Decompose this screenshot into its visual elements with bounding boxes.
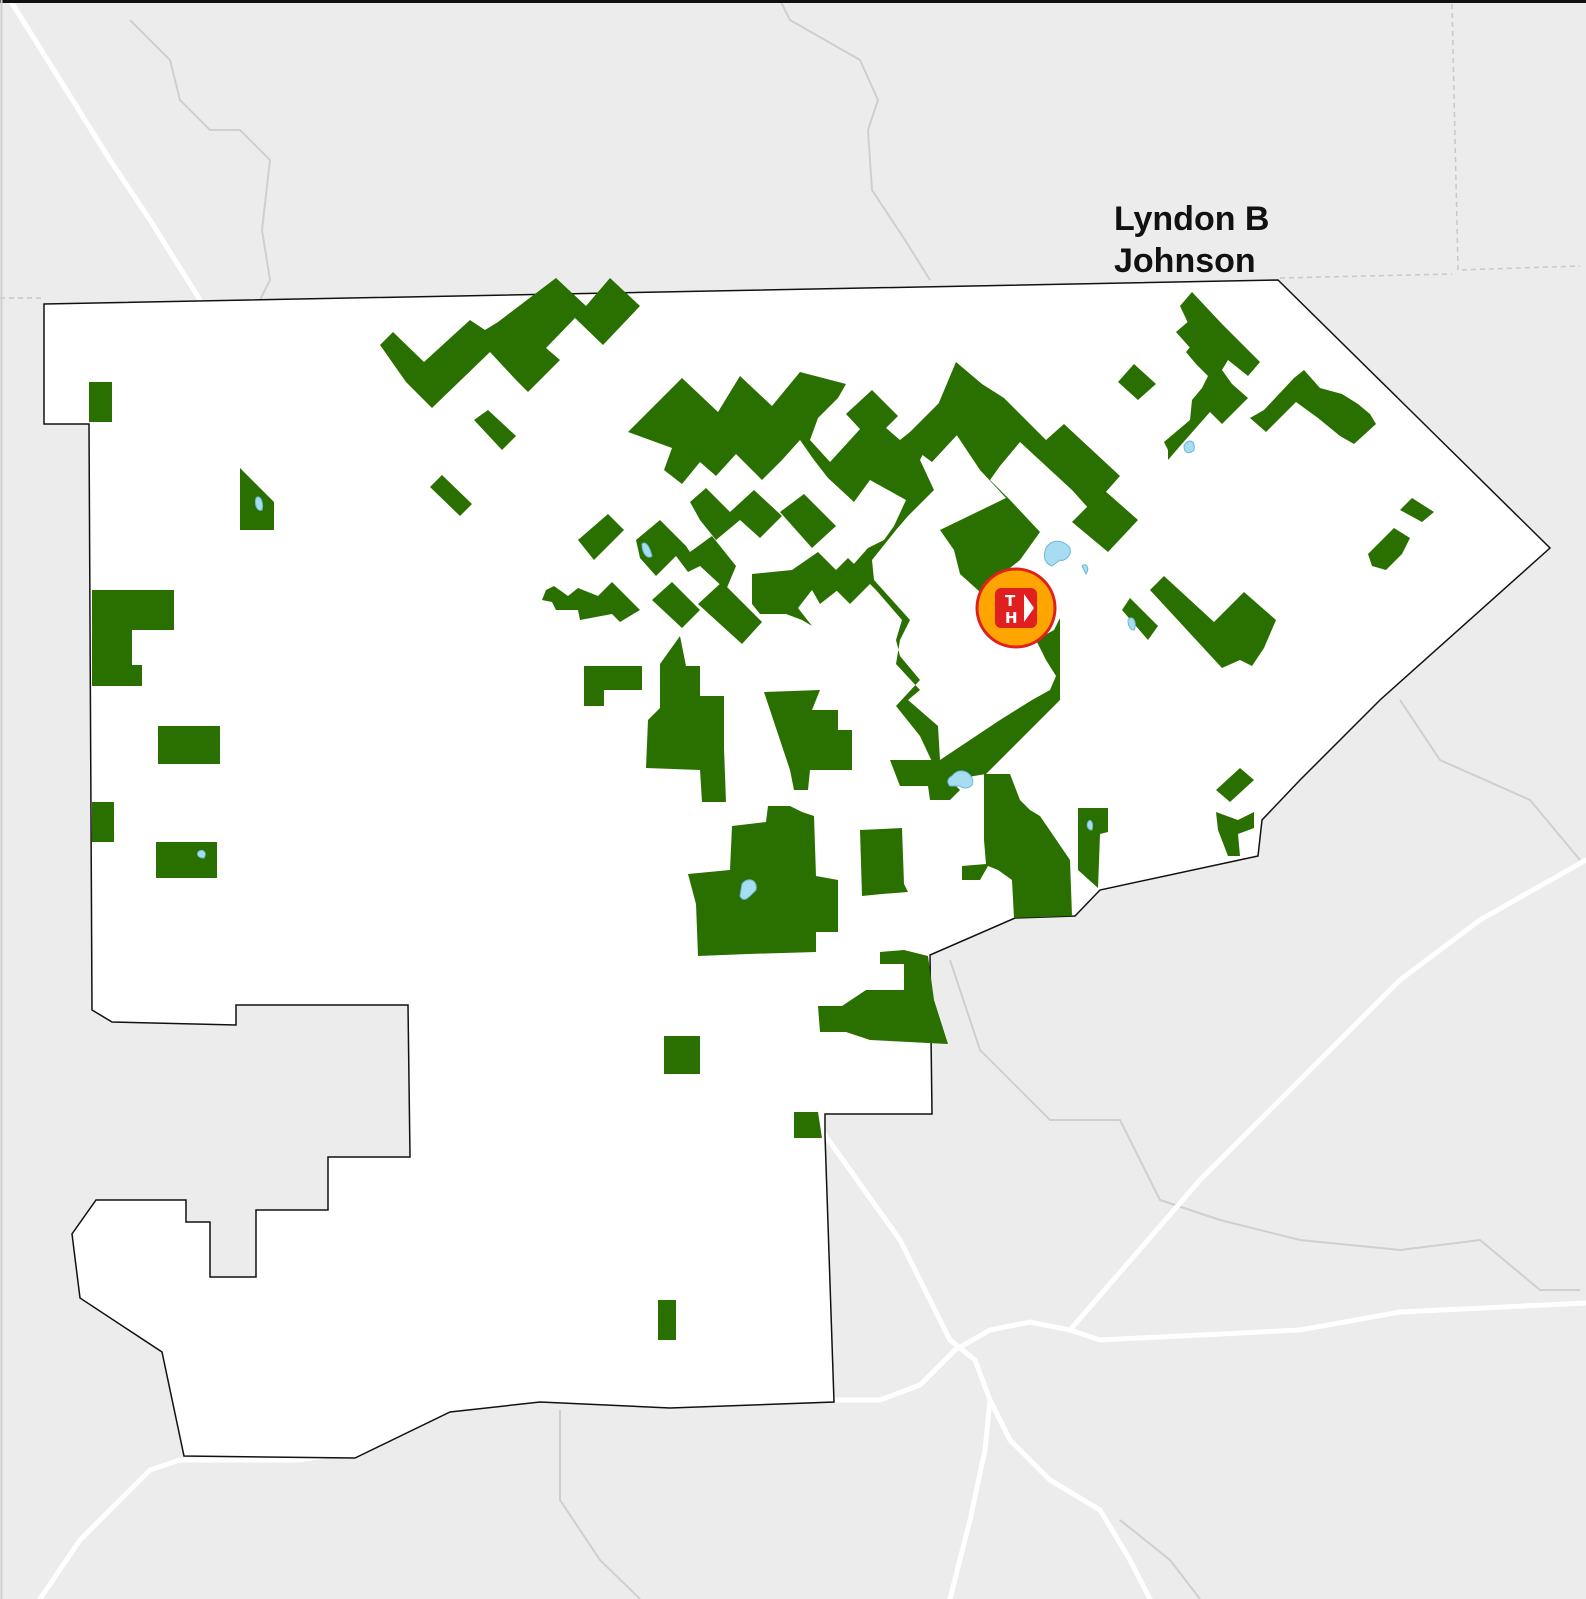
forest-parcel: [578, 514, 624, 560]
forest-parcel: [690, 488, 782, 540]
trailhead-letter-top: T: [1005, 592, 1016, 610]
forest-parcel: [584, 666, 642, 706]
forest-parcel: [860, 828, 908, 896]
trailhead-marker[interactable]: T H: [975, 567, 1057, 649]
forest-parcel: [1216, 768, 1254, 802]
forest-parcel: [764, 690, 852, 790]
lake: [947, 770, 974, 789]
lake: [255, 496, 263, 511]
forest-parcel: [89, 382, 112, 422]
lake: [1127, 617, 1136, 631]
lake: [641, 542, 653, 558]
forest-parcel: [1164, 292, 1260, 460]
forest-parcel: [646, 636, 726, 802]
forest-parcel: [962, 774, 1072, 918]
forest-parcel: [992, 814, 1010, 840]
lake: [1183, 440, 1195, 454]
forest-parcel: [1368, 528, 1410, 570]
forest-parcel: [1118, 364, 1156, 400]
lake: [197, 849, 206, 859]
forest-parcel: [780, 494, 836, 548]
forest-parcel: [1078, 808, 1108, 888]
lake: [739, 879, 757, 900]
forest-parcel: [1072, 490, 1138, 552]
forest-parcel: [1122, 598, 1158, 640]
forest-parcel: [902, 388, 1010, 466]
lake: [1081, 564, 1089, 575]
region-label-line1: Lyndon B: [1114, 200, 1270, 238]
terrain-lines: [129, 0, 1581, 1599]
forest-parcel: [156, 842, 217, 878]
forest-parcel: [92, 590, 174, 686]
water-bodies: [197, 440, 1195, 900]
forest-parcel: [1250, 370, 1376, 444]
forest-parcel: [652, 582, 700, 628]
forest-parcel: [752, 552, 848, 626]
forest-parcel: [158, 726, 220, 764]
forest-parcel: [92, 802, 114, 842]
forest-parcel: [1400, 498, 1434, 522]
forest-parcel: [430, 475, 472, 516]
forest-parcel: [846, 390, 898, 442]
forest-parcel: [818, 950, 948, 1044]
lake: [1043, 540, 1071, 567]
forest-parcel: [688, 806, 838, 956]
trailhead-letter-bottom: H: [1005, 609, 1018, 627]
forest-parcel: [826, 558, 872, 604]
roads: [7, 0, 1586, 1599]
forest-parcel: [698, 582, 762, 644]
forest-parcel: [794, 1112, 822, 1138]
forest-parcel: [664, 1036, 700, 1074]
forest-parcel: [1150, 576, 1276, 668]
forest-parcel: [542, 582, 640, 622]
forest-parcel: [890, 760, 960, 800]
forest-parcel: [1176, 320, 1206, 350]
forest-parcel: [1216, 812, 1254, 856]
county-lines: [0, 3, 1581, 299]
forest-parcel: [636, 520, 736, 590]
forest-parcels: [89, 278, 1434, 1340]
forest-parcel: [628, 362, 1120, 780]
forest-parcel: [474, 410, 516, 450]
trailhead-icon: T H: [995, 588, 1037, 628]
forest-parcel: [380, 278, 640, 408]
region-label-line2: Johnson: [1114, 242, 1256, 280]
forest-parcel: [658, 1300, 676, 1340]
lake: [1086, 819, 1093, 831]
